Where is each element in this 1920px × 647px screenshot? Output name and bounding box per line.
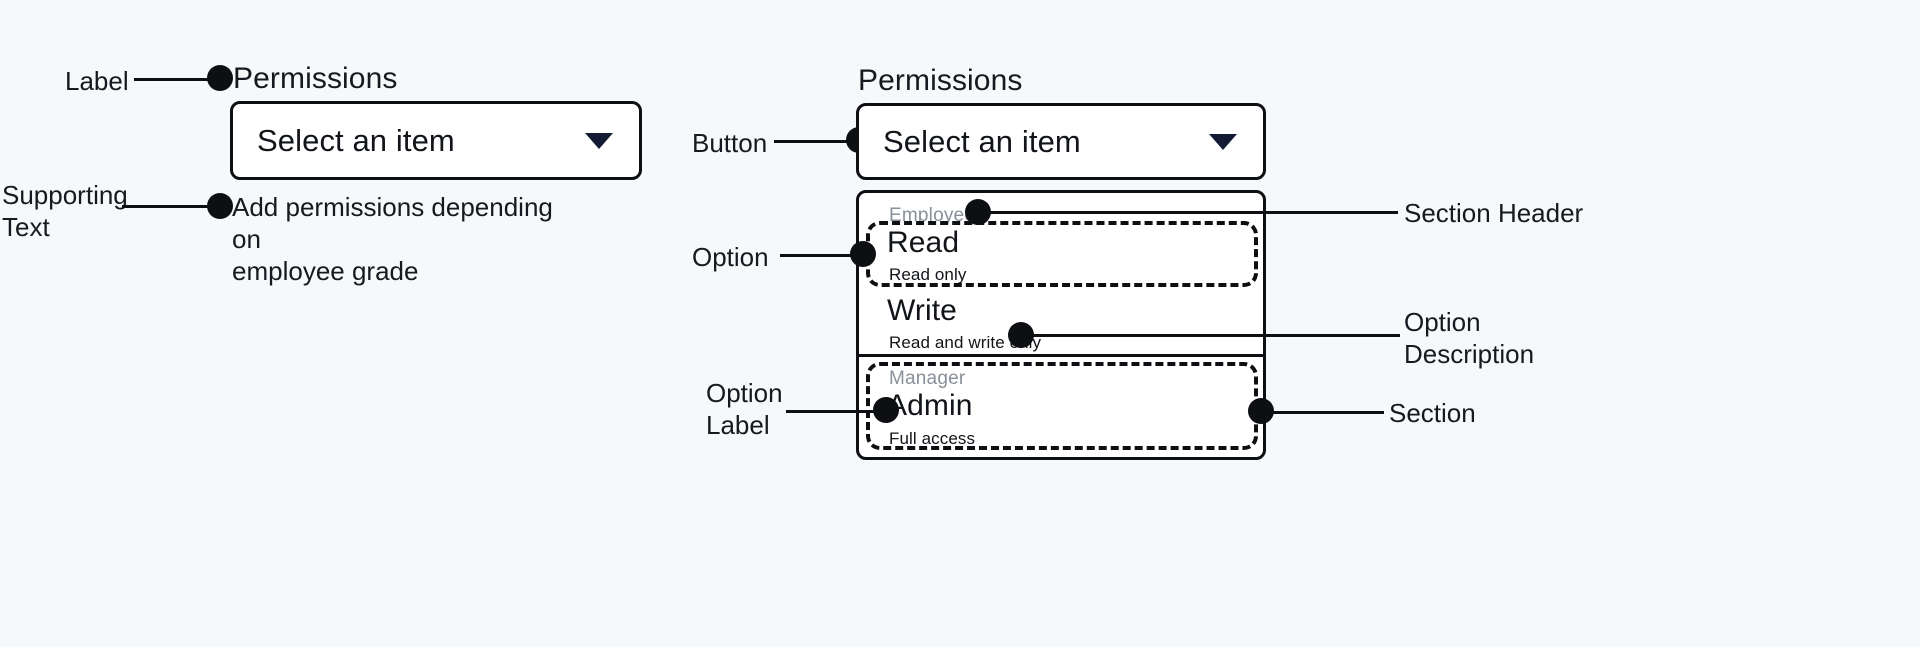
leader-dot-option xyxy=(850,241,876,267)
leader-dot-section-header xyxy=(965,199,991,225)
leader-dot-section xyxy=(1248,398,1274,424)
leader-line-label xyxy=(134,78,220,81)
annotation-supporting-text: Supporting Text xyxy=(2,180,128,242)
leader-line-option xyxy=(780,254,860,257)
listbox-section-manager: Manager Admin Full access xyxy=(859,354,1263,457)
chevron-down-icon xyxy=(585,132,613,149)
annotation-button: Button xyxy=(692,128,768,158)
listbox-section-employees: Employees Read Read only Write Read and … xyxy=(859,193,1263,354)
section-header-employees: Employees xyxy=(889,205,985,226)
leader-line-supporting-text xyxy=(122,205,220,208)
option-description-read: Read only xyxy=(889,265,967,284)
option-label-admin: Admin xyxy=(887,389,973,422)
annotation-section-header: Section Header xyxy=(1404,198,1584,228)
right-select-value: Select an item xyxy=(883,123,1081,159)
left-select-value: Select an item xyxy=(257,122,455,158)
left-select-button[interactable]: Select an item xyxy=(230,101,642,180)
option-label-read: Read xyxy=(887,226,960,259)
left-supporting-text: Add permissions depending on employee gr… xyxy=(232,192,553,286)
left-select-label: Permissions xyxy=(233,62,398,95)
leader-line-section-header xyxy=(980,211,1398,214)
options-listbox[interactable]: Employees Read Read only Write Read and … xyxy=(856,190,1266,460)
leader-dot-supporting-text xyxy=(207,193,233,219)
annotation-label: Label xyxy=(65,66,129,96)
leader-dot-option-label xyxy=(873,397,899,423)
annotation-section: Section xyxy=(1389,398,1476,428)
section-header-manager: Manager xyxy=(889,368,966,389)
leader-line-section xyxy=(1266,411,1384,414)
leader-line-button xyxy=(774,140,860,143)
chevron-down-icon xyxy=(1209,133,1237,150)
leader-line-option-label xyxy=(786,410,882,413)
option-description-write: Read and write only xyxy=(889,333,1042,352)
leader-line-option-description xyxy=(1020,334,1400,337)
option-description-admin: Full access xyxy=(889,429,976,448)
right-select-button[interactable]: Select an item xyxy=(856,103,1266,180)
annotation-option-label: Option Label xyxy=(706,378,783,440)
option-label-write: Write xyxy=(887,294,957,327)
leader-dot-option-description xyxy=(1008,322,1034,348)
annotation-option: Option xyxy=(692,242,769,272)
right-select-label: Permissions xyxy=(858,64,1023,97)
leader-dot-label xyxy=(207,65,233,91)
annotation-option-description: Option Description xyxy=(1404,307,1535,369)
